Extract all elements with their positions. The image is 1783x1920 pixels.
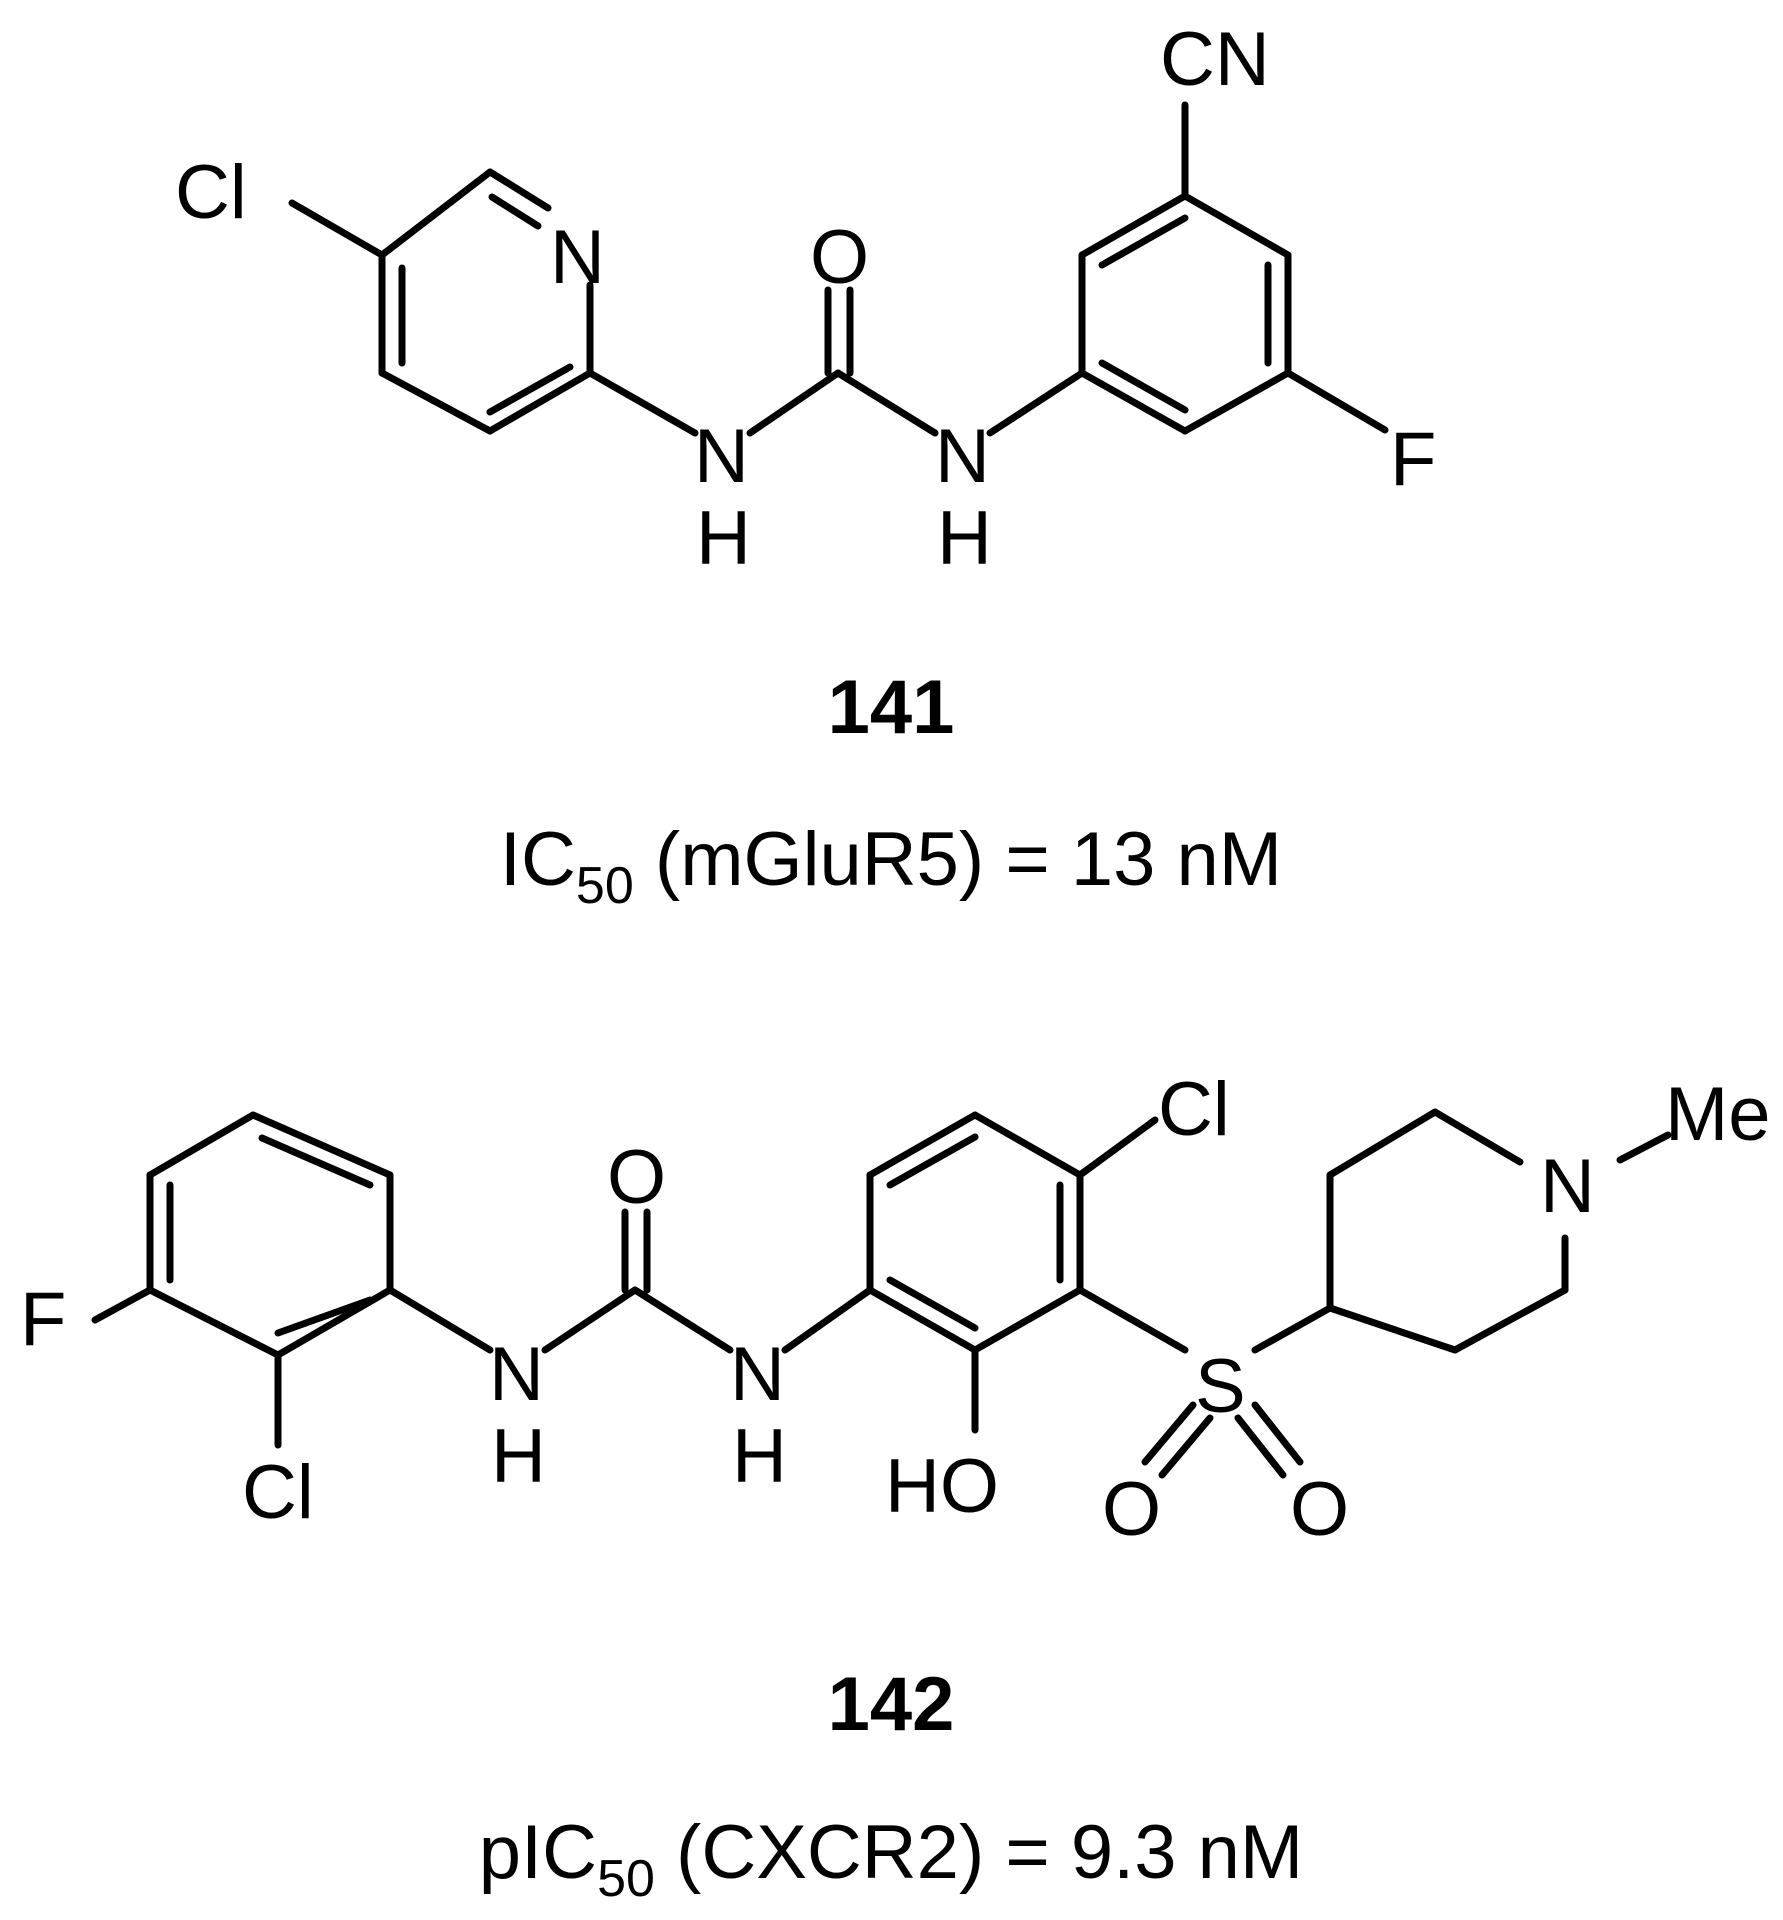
compound-141-structure — [288, 101, 1389, 437]
atom-cl: Cl — [175, 150, 247, 235]
piperidine-ring — [1326, 1108, 1569, 1354]
atom-ho: HO — [885, 1444, 999, 1529]
activity-142: pIC50 (CXCR2) = 9.3 nM — [479, 1810, 1303, 1908]
atom-cn: CN — [1160, 17, 1270, 102]
atom-o-s2: O — [1290, 1467, 1349, 1552]
atom-h1-142: H — [491, 1414, 546, 1499]
atom-cl-phenol: Cl — [1158, 1067, 1230, 1152]
atom-o-urea: O — [607, 1135, 666, 1220]
atom-h2: H — [937, 496, 992, 581]
phenyl-ring-142-left — [146, 1111, 394, 1359]
atom-h1: H — [696, 496, 751, 581]
atom-f-142: F — [20, 1277, 66, 1362]
atom-me: Me — [1665, 1072, 1771, 1157]
atom-o-s1: O — [1102, 1467, 1161, 1552]
phenol-ring — [866, 1111, 1084, 1354]
phenyl-ring-141 — [1078, 192, 1292, 435]
atom-s: S — [1195, 1344, 1246, 1429]
compound-number-142: 142 — [828, 1662, 955, 1747]
compound-number-141: 141 — [828, 665, 955, 750]
atom-h2-142: H — [732, 1414, 787, 1499]
activity-141: IC50 (mGluR5) = 13 nM — [500, 817, 1282, 915]
atom-cl-aryl: Cl — [242, 1450, 314, 1535]
atom-o: O — [810, 215, 869, 300]
atom-n-pyridine: N — [550, 215, 605, 300]
atom-n2: N — [935, 414, 990, 499]
atom-n1-142: N — [489, 1332, 544, 1417]
pyridine-ring — [378, 168, 594, 435]
atom-n-piperidine: N — [1540, 1144, 1595, 1229]
atom-n1: N — [694, 414, 749, 499]
compound-142-structure — [91, 1108, 1672, 1479]
atom-n2-142: N — [730, 1332, 785, 1417]
atom-f: F — [1390, 417, 1436, 502]
